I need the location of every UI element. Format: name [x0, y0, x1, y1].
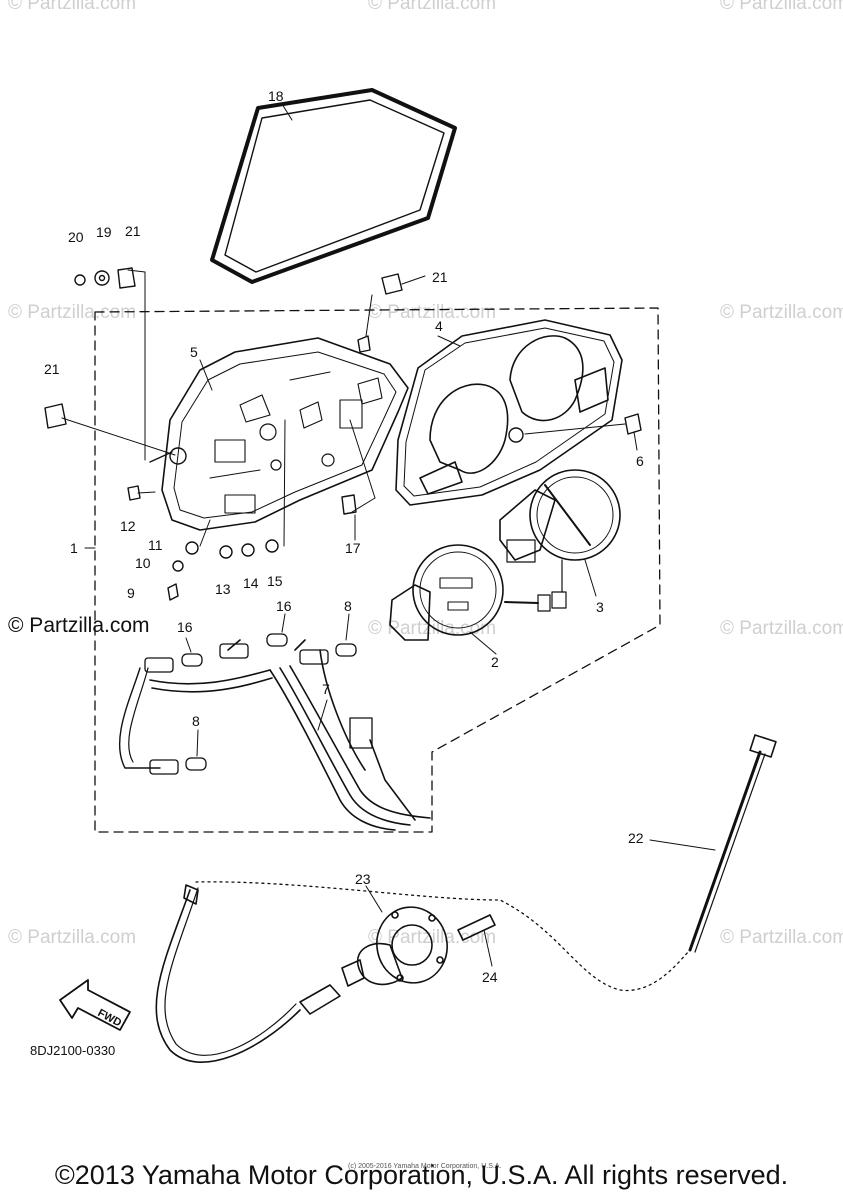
speedometer-gear-unit	[341, 906, 496, 987]
callout-11: 11	[148, 537, 163, 553]
watermark: © Partzilla.com	[368, 302, 497, 323]
meter-case	[161, 337, 409, 531]
callout-8: 8	[192, 713, 200, 729]
fwd-label: FWD	[96, 1007, 124, 1029]
small-copyright: (c) 2005-2016 Yamaha Motor Corporation, …	[348, 1163, 502, 1170]
diagram-code: 8DJ2100-0330	[30, 1043, 116, 1058]
fwd-arrow	[59, 979, 131, 1031]
callout-21: 21	[432, 269, 448, 285]
callout-12: 12	[120, 518, 136, 534]
speedometer-cable	[155, 734, 777, 1063]
callout-9: 9	[127, 585, 135, 601]
meter-panel	[395, 319, 623, 506]
small-fasteners	[44, 267, 642, 601]
watermark: © Partzilla.com	[368, 0, 497, 14]
callout-16: 16	[276, 598, 292, 614]
watermark-prominent: © Partzilla.com	[8, 614, 150, 637]
callout-4: 4	[435, 318, 443, 334]
wire-harness	[118, 639, 431, 831]
callout-17: 17	[345, 540, 361, 556]
callout-20: 20	[68, 229, 84, 245]
callout-6: 6	[636, 453, 644, 469]
footer-copyright: ©2013 Yamaha Motor Corporation, U.S.A. A…	[54, 1160, 789, 1190]
callout-1: 1	[70, 540, 78, 556]
callout-13: 13	[215, 581, 231, 597]
callout-24: 24	[482, 969, 498, 985]
watermark: © Partzilla.com	[720, 302, 843, 323]
callout-10: 10	[135, 555, 151, 571]
callout-21: 21	[44, 361, 60, 377]
watermark: © Partzilla.com	[8, 302, 137, 323]
callout-14: 14	[243, 575, 259, 591]
meter-seal-ring	[210, 88, 457, 284]
callout-5: 5	[190, 344, 198, 360]
callout-22: 22	[628, 830, 644, 846]
watermark: © Partzilla.com	[720, 927, 843, 948]
callout-3: 3	[596, 599, 604, 615]
watermark: © Partzilla.com	[8, 0, 137, 14]
watermark: © Partzilla.com	[8, 927, 137, 948]
leader-lines	[61, 103, 716, 967]
watermark: © Partzilla.com	[720, 618, 843, 639]
callout-19: 19	[96, 224, 112, 240]
callout-16: 16	[177, 619, 193, 635]
callout-7: 7	[322, 681, 330, 697]
callout-15: 15	[267, 573, 283, 589]
bulb-sockets	[144, 633, 357, 775]
watermark: © Partzilla.com	[720, 0, 843, 14]
callout-23: 23	[355, 871, 371, 887]
watermark: © Partzilla.com	[368, 618, 497, 639]
tachometer	[499, 469, 621, 609]
callout-8: 8	[344, 598, 352, 614]
callout-18: 18	[268, 88, 284, 104]
callout-2: 2	[491, 654, 499, 670]
speedometer	[389, 544, 551, 641]
callout-21: 21	[125, 223, 141, 239]
watermark: © Partzilla.com	[368, 927, 497, 948]
assembly-boundary	[94, 307, 661, 833]
